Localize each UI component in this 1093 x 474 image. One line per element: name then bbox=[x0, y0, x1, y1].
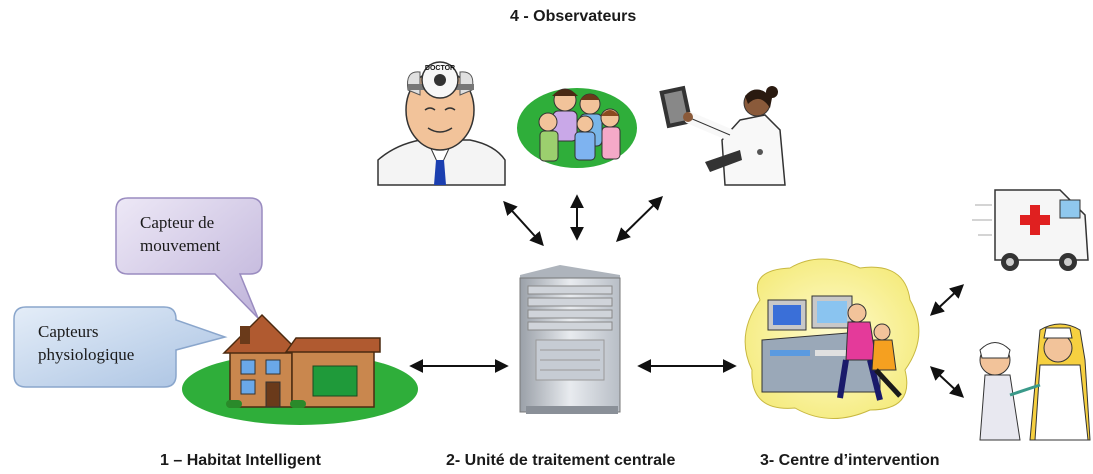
intervention-centre-icon bbox=[744, 258, 920, 419]
central-unit-label: 2- Unité de traitement centrale bbox=[446, 452, 676, 469]
smart-house-icon bbox=[182, 313, 418, 425]
bubble-motion-sensor bbox=[115, 197, 263, 319]
physio-sensor-label-line1: Capteurs bbox=[38, 322, 99, 341]
arrow-centre-ambulance bbox=[929, 284, 965, 316]
server-icon bbox=[519, 265, 621, 414]
habitat-label: 1 – Habitat Intelligent bbox=[160, 452, 321, 469]
physio-sensor-label-line2: physiologique bbox=[38, 345, 135, 364]
nurse-xray-icon bbox=[659, 85, 786, 186]
family-icon bbox=[517, 88, 637, 168]
doctor-icon: DOCTOR bbox=[377, 61, 506, 186]
arrow-nurse-unit bbox=[615, 196, 664, 242]
arrow-doctor-unit bbox=[503, 200, 544, 247]
patient-nurse-icon bbox=[979, 323, 1091, 441]
observers-title: 4 - Observateurs bbox=[510, 8, 637, 25]
doctor-mirror-text: DOCTOR bbox=[425, 65, 455, 72]
bubble-physio-sensors bbox=[13, 306, 228, 388]
arrow-centre-patient bbox=[929, 366, 965, 398]
intervention-centre-label: 3- Centre d’intervention bbox=[760, 452, 940, 469]
motion-sensor-label-line2: mouvement bbox=[140, 236, 221, 255]
motion-sensor-label-line1: Capteur de bbox=[140, 213, 215, 232]
ambulance-icon bbox=[972, 189, 1089, 271]
